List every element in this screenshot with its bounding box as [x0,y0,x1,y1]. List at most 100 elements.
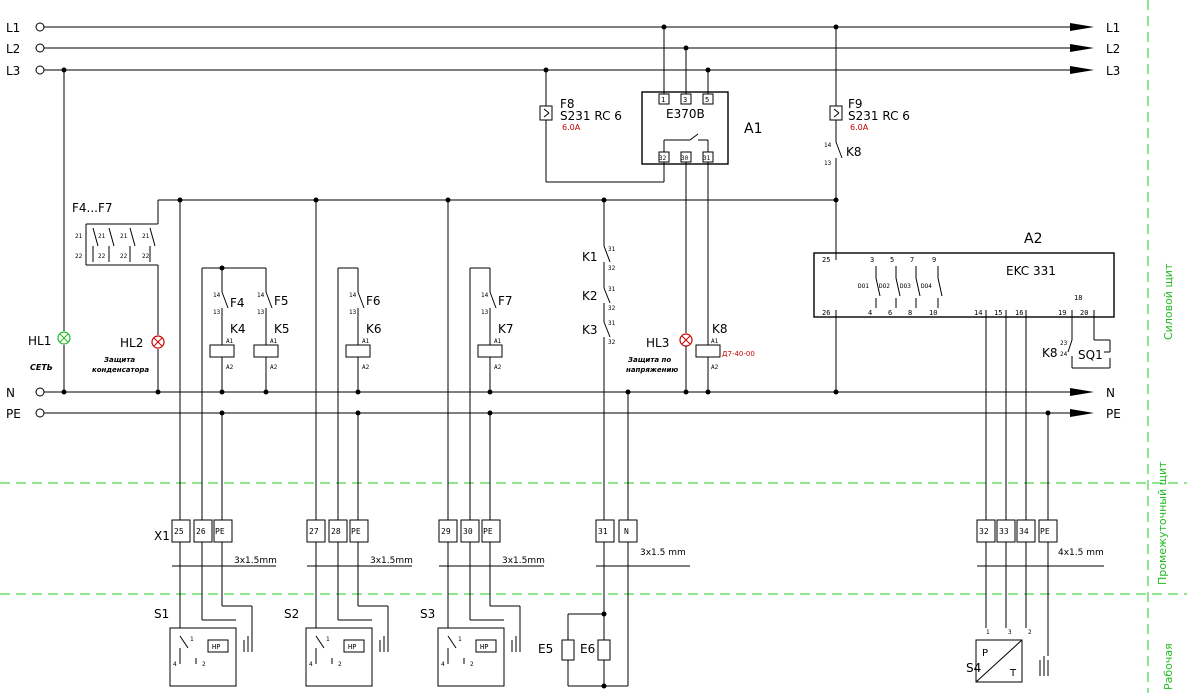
f8-breaker-icon [539,105,553,121]
contact-f6-nc: 21 22 [120,227,136,262]
svg-text:25: 25 [822,256,830,264]
heaters-e5-e6: E5 E6 [538,639,628,689]
f9-label: F9 [848,97,863,111]
k6-coil-icon [345,344,371,358]
svg-text:4: 4 [868,309,872,317]
svg-text:P: P [982,648,988,659]
svg-text:14: 14 [481,292,489,299]
svg-text:A1: A1 [226,338,234,345]
k3-label: K3 [582,323,598,337]
svg-text:PE: PE [1040,527,1050,536]
contact-f7-nc: 21 22 [142,227,156,262]
e5-label: E5 [538,642,553,656]
svg-text:DO2: DO2 [879,283,890,290]
sensor-s4: P T 1 3 2 S4 [966,629,1049,683]
lamp-hl1-icon [57,331,71,345]
f8-label: F8 [560,97,575,111]
svg-text:2: 2 [202,661,206,668]
s4-label: S4 [966,661,981,675]
bus-label-pe: PE [6,407,21,421]
bus-label-l1-right: L1 [1106,21,1120,35]
k7-label: K7 [498,322,514,336]
svg-text:18: 18 [1074,294,1082,302]
f9-rating: 6.0A [850,123,869,132]
svg-text:25: 25 [174,527,184,536]
svg-text:3: 3 [683,96,687,104]
lamp-hl1-label: HL1 [28,334,51,348]
svg-text:13: 13 [349,309,357,316]
svg-text:20: 20 [1080,309,1088,317]
f4-label: F4 [230,296,245,310]
lamp-hl2-label: HL2 [120,336,143,350]
terminal-block-x1: X1 25 26 PE 27 28 PE 29 30 PE 31 N 32 33… [154,519,1058,543]
svg-text:30: 30 [463,527,473,536]
contact-f5-nc: 21 22 [98,227,115,262]
pressure-switch-s1: HP 1 4 2 S1 [154,607,253,687]
f9-breaker-icon [829,105,843,121]
svg-text:31: 31 [608,320,616,327]
svg-text:A2: A2 [226,364,234,371]
svg-text:31: 31 [608,286,616,293]
svg-text:5: 5 [890,256,894,264]
svg-text:A2: A2 [711,364,719,371]
svg-text:A1: A1 [362,338,370,345]
k4-coil-icon [209,344,235,358]
svg-text:1: 1 [190,636,194,643]
svg-text:9: 9 [932,256,936,264]
svg-text:4: 4 [441,661,445,668]
k1-label: K1 [582,250,598,264]
svg-text:DO1: DO1 [858,283,869,290]
x1-label: X1 [154,529,170,543]
svg-text:1: 1 [326,636,330,643]
svg-text:PE: PE [215,527,225,536]
bus-label-l3-right: L3 [1106,64,1120,78]
svg-text:2: 2 [338,661,342,668]
f7-label: F7 [498,294,513,308]
zone-label-power-panel: Силовой щит [1162,263,1175,340]
svg-text:32: 32 [979,527,989,536]
contact-f4-nc: 21 22 [75,227,99,262]
bus-label-n: N [6,386,15,400]
k8-coil-label: K8 [712,322,728,336]
f8-breaker: F8 S231 RC 6 6.0A [539,67,665,183]
k8-coil-icon [695,344,721,358]
cable-3-label: 3x1.5mm [502,556,545,566]
svg-text:22: 22 [142,253,150,260]
svg-text:1: 1 [986,629,990,636]
svg-text:14: 14 [824,142,832,149]
s3-label: S3 [420,607,435,621]
svg-text:22: 22 [75,253,83,260]
svg-text:22: 22 [98,253,106,260]
svg-text:14: 14 [213,292,221,299]
svg-text:26: 26 [822,309,830,317]
compressor-group-3: 14 13 F7 K7 A1 A2 [445,197,514,520]
heater-e5-icon [561,639,575,661]
bus-label-l2-right: L2 [1106,42,1120,56]
svg-text:13: 13 [824,160,832,167]
bus-labels-left: L1 L2 L3 N PE [6,21,21,421]
svg-text:13: 13 [481,309,489,316]
hl1-branch: HL1 СЕТЬ [28,67,71,395]
k1-k3-chain: K1 K2 K3 31 32 31 32 31 32 Защита по нап… [582,197,678,520]
s2-label: S2 [284,607,299,621]
svg-text:21: 21 [98,233,106,240]
svg-text:19: 19 [1058,309,1066,317]
svg-text:A1: A1 [711,338,719,345]
svg-text:DO3: DO3 [900,283,911,290]
svg-text:14: 14 [349,292,357,299]
cables: 3x1.5mm 3x1.5mm 3x1.5mm 3x1.5 mm 4x1.5 m… [172,548,1104,567]
bus-label-l2: L2 [6,42,20,56]
svg-text:31: 31 [598,527,608,536]
lamp-hl3-label: HL3 [646,336,669,350]
svg-text:1: 1 [458,636,462,643]
svg-text:27: 27 [309,527,319,536]
svg-text:6: 6 [888,309,892,317]
zone-label-intermediate-panel: Промежуточный щит [1156,461,1169,585]
svg-text:10: 10 [929,309,937,317]
svg-text:13: 13 [257,309,265,316]
svg-text:3: 3 [870,256,874,264]
lamp-hl1-caption: СЕТЬ [30,363,53,372]
svg-text:34: 34 [1019,527,1029,536]
svg-text:13: 13 [213,309,221,316]
